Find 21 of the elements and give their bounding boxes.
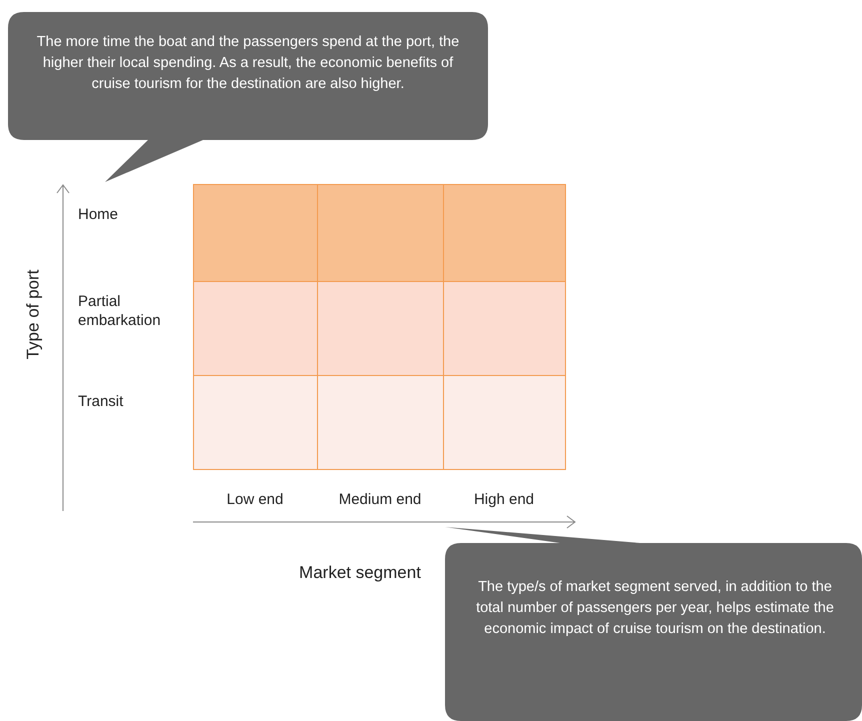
matrix-cell [193, 184, 318, 282]
callout-text: The type/s of market segment served, in addition to the total number of passengers per year, helps estimate the economic impact of cruise tourism on the destination. [475, 578, 835, 639]
matrix-cell [443, 184, 566, 282]
callout-text: The more time the boat and the passengers spend at the port, the higher their local spending. As a result, the economic benefits of cruise tourism for the destination are also higher. [36, 33, 460, 94]
axis-title: Market segment [298, 563, 422, 582]
row-label: Transit [78, 392, 124, 411]
row-label: Partial embarkation [78, 292, 162, 330]
column-label: Medium end [338, 490, 422, 509]
matrix-cell [317, 184, 444, 282]
column-label: Low end [226, 490, 284, 509]
row-label: Home [78, 205, 120, 224]
matrix-cell [443, 375, 566, 470]
speech-bubble [445, 527, 862, 721]
matrix-cell [443, 281, 566, 376]
matrix-cell [317, 281, 444, 376]
matrix-cell [317, 375, 444, 470]
column-label: High end [472, 490, 536, 509]
speech-bubble [8, 12, 488, 184]
matrix-cell [193, 281, 318, 376]
axis-title: Type of port [24, 268, 42, 362]
matrix-cell [193, 375, 318, 470]
